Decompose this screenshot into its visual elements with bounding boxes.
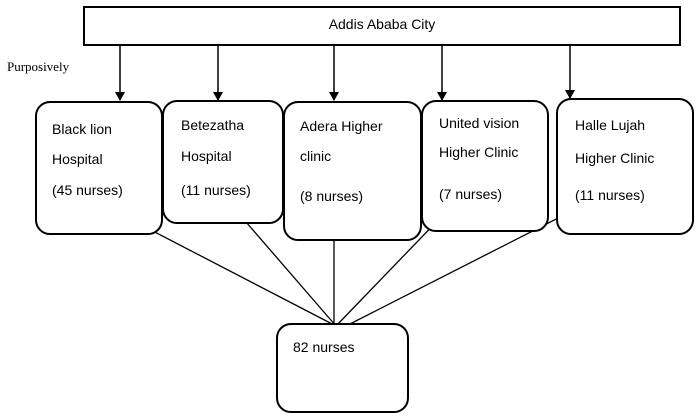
facility-line: clinic bbox=[300, 148, 332, 164]
facility-line: Black lion bbox=[52, 121, 112, 137]
city-label: Addis Ababa City bbox=[328, 16, 436, 32]
facility-line: Hospital bbox=[181, 148, 232, 164]
sampling-method-label: Purposively bbox=[7, 59, 70, 74]
facility-line: (7 nurses) bbox=[439, 186, 503, 202]
facility-line: Adera Higher bbox=[300, 118, 383, 134]
facility-box-black-lion: Black lion Hospital (45 nurses) bbox=[35, 101, 163, 235]
facility-line: Hospital bbox=[52, 151, 103, 167]
facility-line: (11 nurses) bbox=[181, 182, 251, 198]
total-nurses-box: 82 nurses bbox=[276, 323, 409, 413]
city-box: Addis Ababa City bbox=[83, 6, 681, 46]
facility-line: United vision bbox=[439, 115, 520, 131]
line-betezatha-to-total bbox=[245, 221, 337, 327]
facility-line: (11 nurses) bbox=[575, 187, 645, 203]
total-nurses-label: 82 nurses bbox=[293, 339, 355, 355]
facility-box-halle-lujah: Halle Lujah Higher Clinic (11 nurses) bbox=[556, 98, 694, 235]
line-united-vision-to-total bbox=[335, 213, 445, 327]
facility-line: Higher Clinic bbox=[575, 150, 655, 166]
facility-line: (8 nurses) bbox=[300, 188, 364, 204]
facility-line: Betezatha bbox=[181, 117, 245, 133]
facility-box-adera: Adera Higher clinic (8 nurses) bbox=[283, 101, 422, 241]
facility-line: (45 nurses) bbox=[52, 182, 123, 198]
facility-line: Higher Clinic bbox=[439, 144, 519, 160]
facility-box-united-vision: United vision Higher Clinic (7 nurses) bbox=[421, 100, 549, 232]
facility-box-betezatha: Betezatha Hospital (11 nurses) bbox=[162, 100, 284, 224]
facility-line: Halle Lujah bbox=[575, 117, 646, 133]
